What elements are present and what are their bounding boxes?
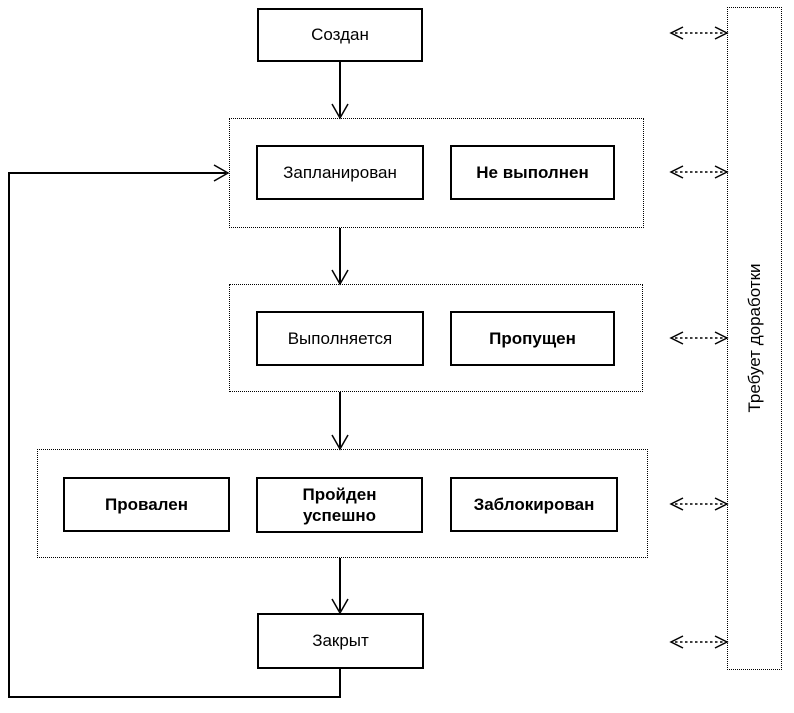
node-created-label: Создан — [311, 25, 369, 45]
arrow-closed-to-planned-loop — [8, 164, 341, 698]
node-closed: Закрыт — [257, 613, 424, 669]
node-not-executed: Не выполнен — [450, 145, 615, 200]
node-failed: Провален — [63, 477, 230, 532]
node-executing-label: Выполняется — [287, 328, 393, 348]
node-blocked-label: Заблокирован — [473, 494, 595, 514]
rework-panel-label: Требует доработки — [745, 263, 764, 413]
node-passed-label: Пройден успешно — [302, 484, 377, 525]
rework-panel — [727, 7, 782, 670]
rework-arrow-closed — [669, 635, 729, 649]
arrow-executing-to-result-group — [331, 392, 349, 451]
node-skipped-label: Пропущен — [489, 328, 576, 348]
arrow-planned-to-executing-group — [331, 228, 349, 286]
node-closed-label: Закрыт — [312, 631, 369, 651]
rework-arrow-executing — [669, 331, 729, 345]
node-planned-label: Запланирован — [283, 162, 397, 182]
group-executing — [229, 284, 643, 392]
rework-arrow-result — [669, 497, 729, 511]
node-planned: Запланирован — [256, 145, 424, 200]
node-not-executed-label: Не выполнен — [476, 162, 589, 182]
node-skipped: Пропущен — [450, 311, 615, 366]
node-executing: Выполняется — [256, 311, 424, 366]
node-created: Создан — [257, 8, 423, 62]
group-planned — [229, 118, 644, 228]
node-blocked: Заблокирован — [450, 477, 618, 532]
arrow-created-to-planned-group — [331, 62, 349, 120]
node-passed: Пройден успешно — [256, 477, 423, 533]
arrow-result-to-closed — [331, 558, 349, 615]
node-failed-label: Провален — [105, 494, 188, 514]
group-result — [37, 449, 648, 558]
rework-arrow-planned — [669, 165, 729, 179]
rework-arrow-created — [669, 26, 729, 40]
